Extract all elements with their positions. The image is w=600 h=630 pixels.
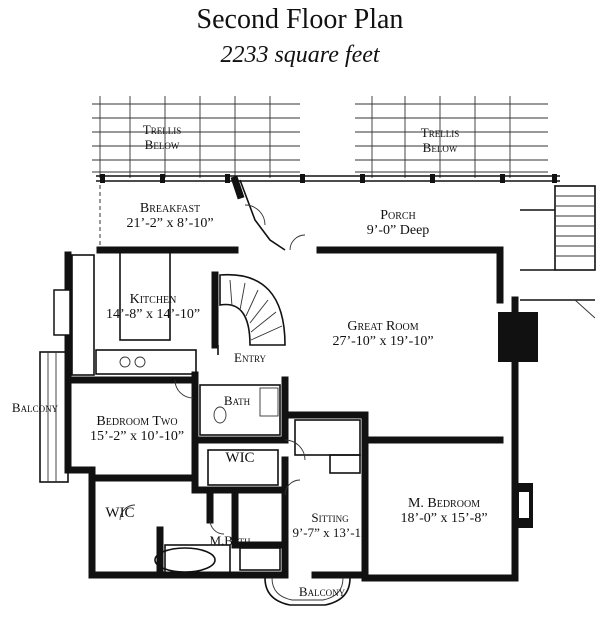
great-room-label: Great Room	[347, 319, 418, 334]
kitchen-dims: 14’-8” x 14’-10”	[106, 307, 200, 322]
porch-dims: 9’-0” Deep	[367, 223, 430, 238]
page-subtitle: 2233 square feet	[220, 42, 380, 68]
left-balcony	[39, 351, 69, 483]
balcony-left-label: Balcony	[12, 400, 59, 415]
kitchen-fixtures	[53, 249, 197, 376]
porch-label: Porch	[380, 208, 416, 223]
trellis-right-line2: Below	[423, 140, 458, 155]
trellis-right-line1: Trellis	[421, 125, 459, 140]
porch-rail	[96, 174, 560, 250]
entry-label: Entry	[234, 350, 266, 365]
interior-walls	[64, 175, 504, 579]
balcony-bottom-label: Balcony	[299, 584, 346, 599]
trellis-left	[92, 96, 300, 178]
sitting-dims: 9’-7” x 13’-10	[292, 525, 367, 540]
page-title: Second Floor Plan	[196, 4, 404, 35]
door-swings	[119, 204, 306, 535]
bath-fixtures	[154, 384, 361, 574]
bottom-balcony	[264, 577, 351, 606]
room-labels: Trellis Below Trellis Below Breakfast 21…	[12, 122, 488, 599]
m-bedroom-dims: 18’-0” x 15’-8”	[400, 511, 487, 526]
trellis-left-line1: Trellis	[143, 122, 181, 137]
trellis-left-line2: Below	[145, 137, 180, 152]
sitting-label: Sitting	[311, 510, 349, 525]
kitchen-label: Kitchen	[130, 292, 177, 307]
entry-stair	[211, 271, 286, 355]
bedroom-two-dims: 15’-2” x 10’-10”	[90, 429, 184, 444]
m-bedroom-label: M. Bedroom	[408, 496, 480, 511]
wic-center-label: WIC	[225, 450, 254, 466]
breakfast-dims: 21’-2” x 8’-10”	[126, 216, 213, 231]
wic-left-label: WIC	[105, 505, 134, 521]
bath-label: Bath	[224, 393, 251, 408]
trellis-right	[355, 96, 548, 178]
m-bath-label: M.Bath	[210, 533, 251, 548]
bedroom-two-label: Bedroom Two	[96, 414, 177, 429]
exterior-stair	[520, 185, 596, 319]
breakfast-label: Breakfast	[140, 201, 200, 216]
great-room-dims: 27’-10” x 19’-10”	[332, 334, 433, 349]
